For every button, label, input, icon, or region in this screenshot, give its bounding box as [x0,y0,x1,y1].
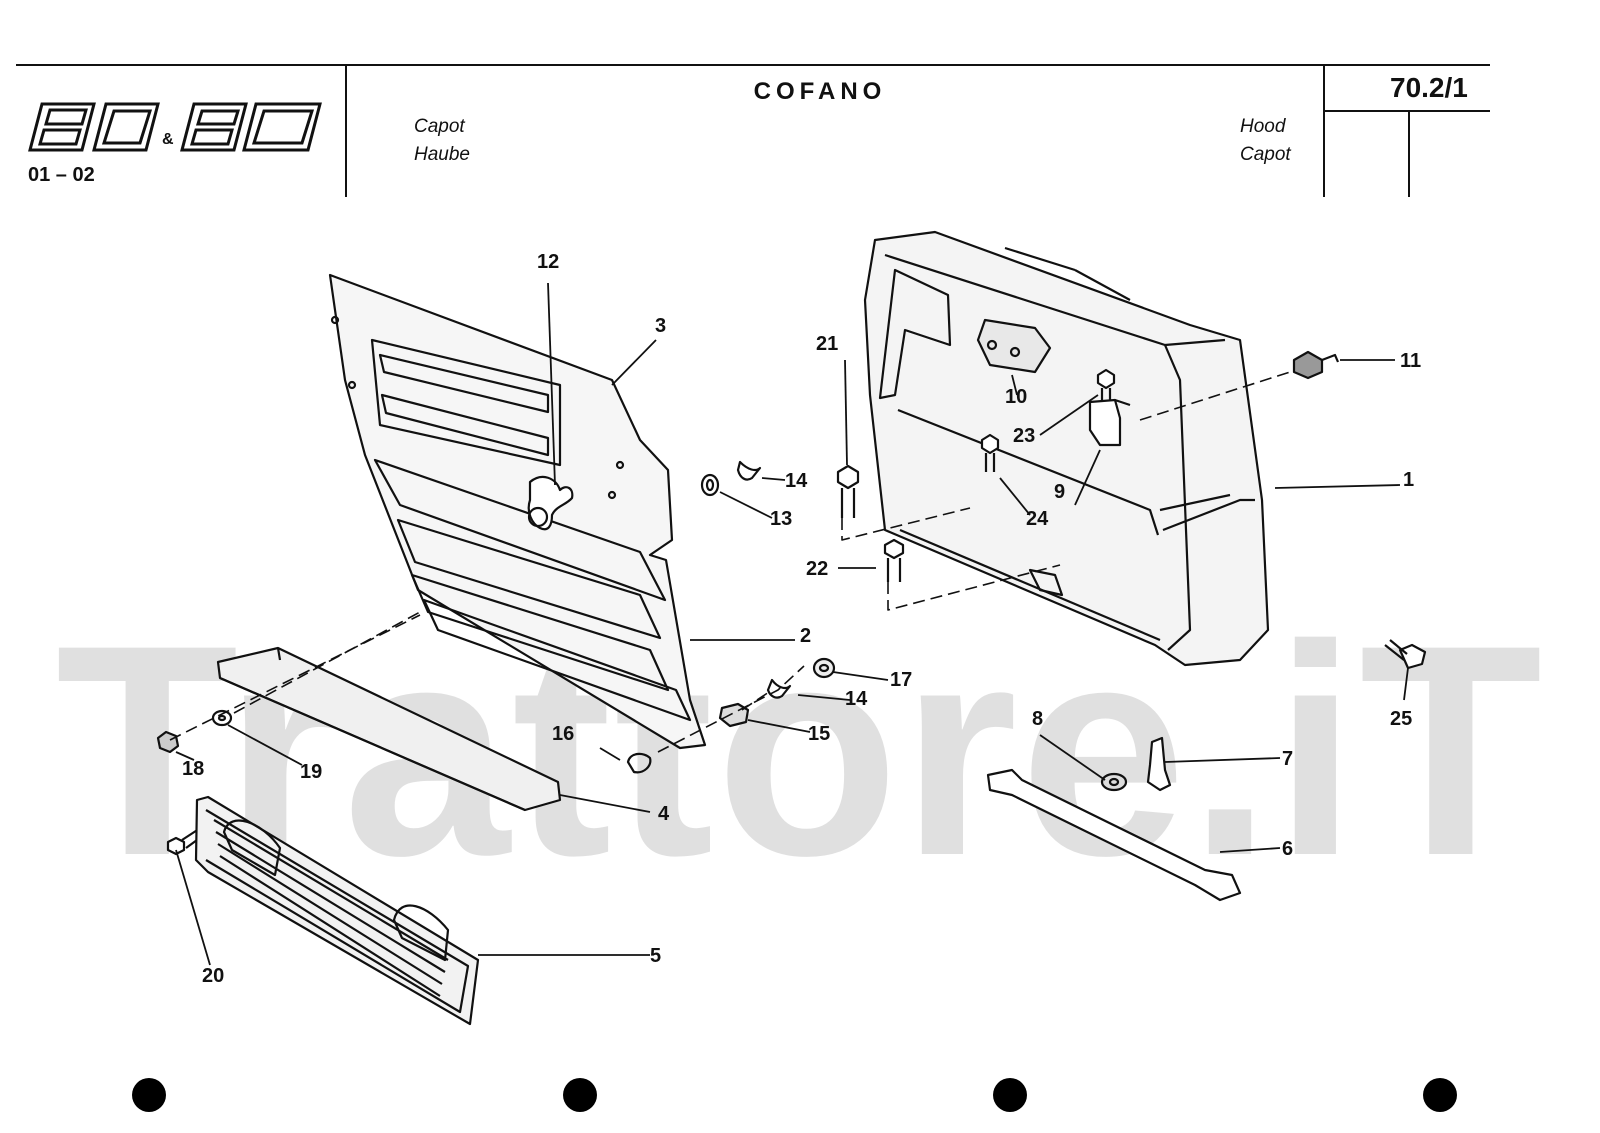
support-rod-part [986,768,1242,902]
subtitle-de: Haube [414,144,470,165]
hood-shell-part [863,230,1270,667]
callout-5: 5 [650,945,661,967]
page-title: COFANO [753,78,887,105]
callout-2: 2 [800,625,811,647]
callout-20: 20 [202,965,224,987]
callout-11: 11 [1400,350,1421,372]
callout-8: 8 [1032,708,1043,730]
header-divider-right [1323,64,1325,197]
nut-washer-parts [156,709,233,754]
lower-grille-part [194,795,480,1026]
callout-10: 10 [1005,386,1027,408]
bolts-parts [166,368,1427,856]
exploded-parts-diagram: 1 2 3 4 5 6 7 8 9 10 11 12 13 14 14 15 1… [156,230,1427,1026]
callout-6: 6 [1282,838,1293,860]
callout-24: 24 [1026,508,1049,530]
callout-16: 16 [552,723,574,745]
clip-bushing-parts [1100,736,1172,792]
header-top-rule [16,64,1490,66]
header-page-divider [1408,110,1410,197]
punch-hole-icon [1423,1078,1457,1112]
subtitle-fr: Capot [414,116,465,137]
knob-fastener-part [1292,350,1340,380]
svg-text:&: & [162,131,174,148]
callout-15: 15 [808,723,830,745]
grille-frame-part [328,273,707,750]
punch-hole-icon [993,1078,1027,1112]
model-range: 01 – 02 [28,164,95,186]
callout-13: 13 [770,508,792,530]
callout-3: 3 [655,315,666,337]
callout-17: 17 [890,669,912,691]
callout-leader-lines [175,282,1409,966]
callout-9: 9 [1054,481,1065,503]
callout-14b: 14 [845,688,868,710]
header-divider-left [345,64,347,197]
callout-23: 23 [1013,425,1035,447]
callout-12: 12 [537,251,559,273]
emblem-part [527,475,574,531]
callout-1: 1 [1403,469,1414,491]
page-number: 70.2/1 [1390,72,1468,103]
callout-7: 7 [1282,748,1293,770]
page-header: & 01 – 02 COFANO Capot Haube Hood Capot … [0,0,1600,205]
rubber-block-part [976,318,1052,374]
punch-hole-icon [132,1078,166,1112]
callout-25: 25 [1390,708,1412,730]
subtitle-fr-right: Capot [1240,144,1291,165]
model-logo-icon: & [28,102,322,152]
assembly-dashed-lines [169,371,1291,753]
callout-14a: 14 [785,470,808,492]
callout-18: 18 [182,758,204,780]
callout-4: 4 [658,803,670,825]
punch-hole-icon [563,1078,597,1112]
header-page-rule [1323,110,1490,112]
callout-22: 22 [806,558,828,580]
callout-21: 21 [816,333,838,355]
grille-bar-part [216,646,562,812]
callout-19: 19 [300,761,322,783]
bracket-part [1088,398,1131,447]
callout-labels: 1 2 3 4 5 6 7 8 9 10 11 12 13 14 14 15 1… [182,251,1421,987]
subtitle-en: Hood [1240,116,1286,137]
